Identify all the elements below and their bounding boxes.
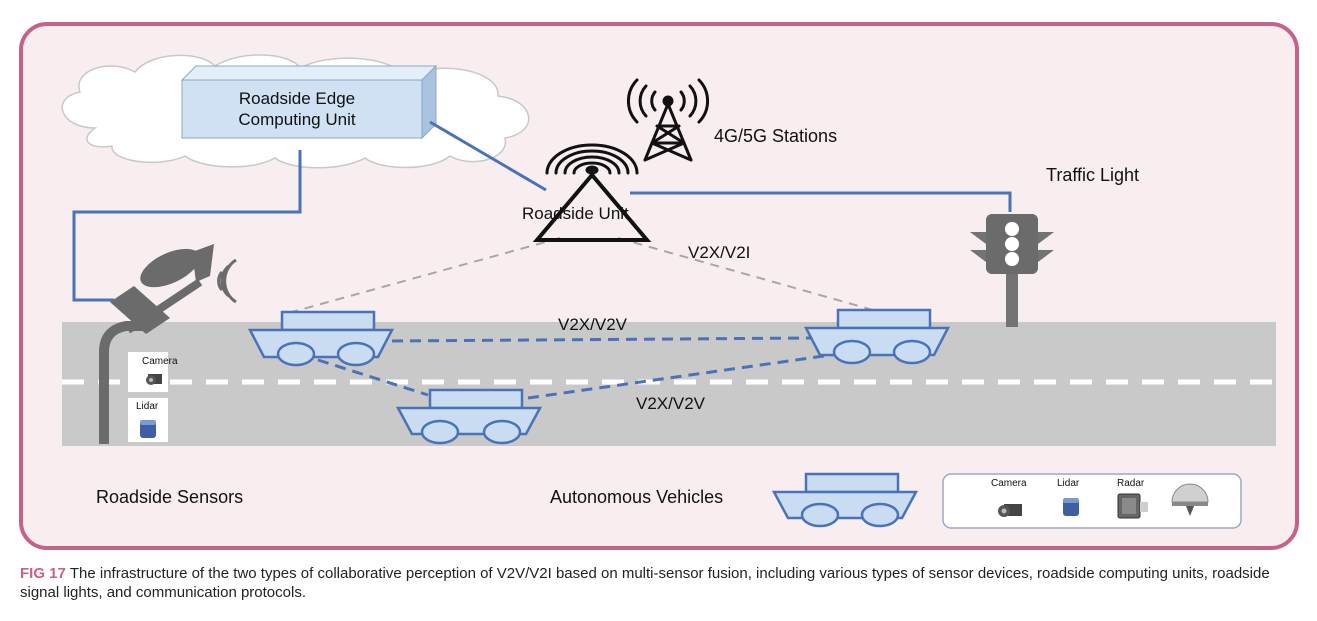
edge-unit-label-line1: Roadside Edge [239, 89, 355, 108]
v2v-label-bottom: V2X/V2V [636, 394, 706, 413]
stations-label: 4G/5G Stations [714, 126, 837, 146]
rsu-to-traffic-light-link [630, 191, 1012, 212]
car-icon [771, 472, 919, 528]
car-icon [803, 308, 951, 365]
roadside-sensor-pole-icon [99, 244, 237, 444]
infrastructure-diagram: Roadside Edge Computing Unit 4G/5G Stati… [61, 54, 1276, 529]
gps-antenna-icon [1171, 483, 1209, 516]
autonomous-vehicles-label: Autonomous Vehicles [550, 487, 723, 507]
edge-to-sensor-link [72, 150, 302, 302]
traffic-light-label: Traffic Light [1046, 165, 1139, 185]
radar-icon [1117, 493, 1148, 519]
car-icon [247, 310, 395, 367]
roadside-unit-label: Roadside Unit [522, 204, 629, 223]
edge-unit-label-line2: Computing Unit [238, 110, 355, 129]
v2i-label: V2X/V2I [688, 243, 750, 262]
figure-label: FIG 17 [20, 565, 66, 582]
legend-radar-label: Radar [1117, 478, 1145, 489]
caption-text: The infrastructure of the two types of c… [20, 565, 1270, 601]
radio-tower-icon [626, 78, 710, 162]
road-camera-box [128, 352, 168, 392]
edge-to-rsu-link [429, 120, 547, 192]
roadside-sensors-label: Roadside Sensors [96, 487, 243, 507]
road-lidar-box [128, 398, 168, 442]
edge-computing-unit-icon [180, 64, 438, 140]
camera-icon [998, 504, 1022, 517]
v2i-links [291, 237, 881, 313]
traffic-light-icon [970, 214, 1054, 327]
lidar-icon [1063, 498, 1079, 516]
legend-camera-label: Camera [991, 478, 1027, 489]
legend-lidar-label: Lidar [1057, 478, 1080, 489]
lidar-icon [140, 420, 156, 438]
camera-icon [146, 374, 162, 385]
v2v-label-top: V2X/V2V [558, 315, 628, 334]
roadside-unit-icon [532, 143, 652, 242]
v2v-links [317, 336, 839, 400]
road-lidar-label: Lidar [136, 401, 159, 412]
car-icon [395, 388, 543, 445]
road-camera-label: Camera [142, 356, 178, 367]
wired-links [72, 120, 1012, 302]
